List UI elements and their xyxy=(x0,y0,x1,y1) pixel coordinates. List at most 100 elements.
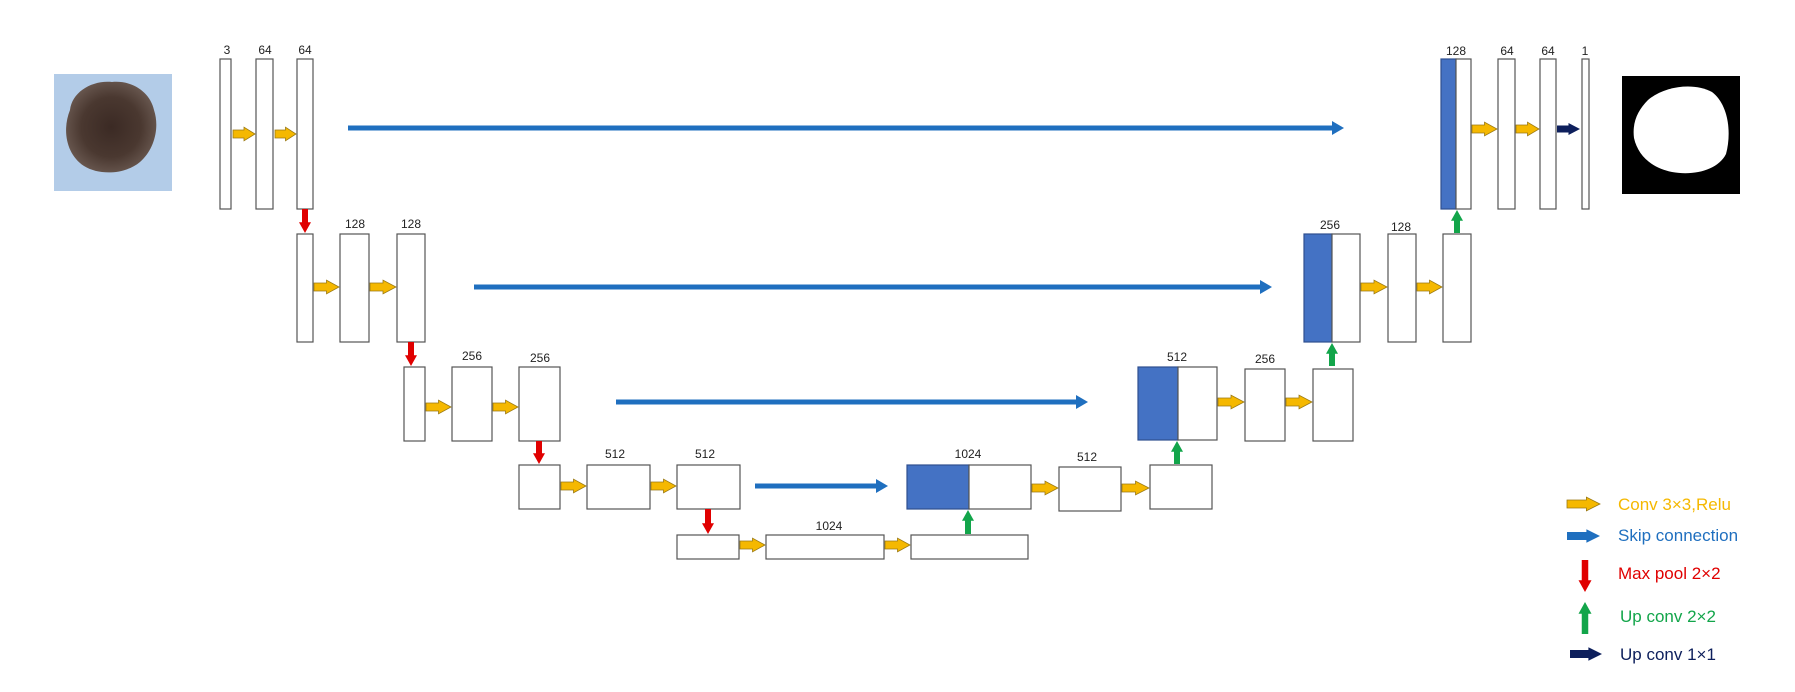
feature-map-dec1-conv2 xyxy=(1539,58,1557,210)
enc3-channels-conv1: 256 xyxy=(462,349,482,363)
skip-arrow-level4-head xyxy=(876,479,888,493)
maxpool-arrow-2 xyxy=(405,342,417,366)
feature-map-dec2-skip xyxy=(1331,233,1361,343)
conv-arrow-bott-b xyxy=(884,537,911,553)
conv-arrow-dec2-a xyxy=(1360,279,1388,295)
enc1-channels-input: 3 xyxy=(224,43,231,57)
maxpool-arrow-1 xyxy=(299,209,311,233)
input-image xyxy=(54,74,172,191)
feature-map-dec4-upsampled xyxy=(906,464,970,510)
conv-arrow-dec2-b xyxy=(1416,279,1443,295)
conv-arrow-dec3-b xyxy=(1285,394,1313,410)
dec2-channels-conv1: 128 xyxy=(1391,220,1411,234)
conv-arrow-enc3-b xyxy=(492,399,519,415)
conv-arrow-enc4-b xyxy=(650,478,677,494)
maxpool-arrow-4 xyxy=(702,509,714,534)
conv-arrow-dec4-a xyxy=(1031,480,1059,496)
feature-map-enc3-conv1 xyxy=(451,366,493,442)
skip-arrow-level2-head xyxy=(1260,280,1272,294)
conv-arrow-enc2-b xyxy=(369,279,397,295)
feature-map-dec3-upsampled xyxy=(1137,366,1179,441)
feature-map-enc1-conv1 xyxy=(255,58,274,210)
lesion-shape xyxy=(66,81,157,173)
dec1-channels-output: 1 xyxy=(1582,44,1589,58)
legend: Conv 3×3,Relu Skip connection Max pool 2… xyxy=(1566,495,1738,664)
dec4-channels-conv1: 512 xyxy=(1077,450,1097,464)
upconv-arrow-1 xyxy=(962,510,974,534)
feature-map-dec4-conv1 xyxy=(1058,466,1122,512)
enc3-channels-conv2: 256 xyxy=(530,351,550,365)
feature-map-dec4-skip xyxy=(968,464,1032,510)
enc2-channels-conv2: 128 xyxy=(401,217,421,231)
final-conv-arrow xyxy=(1557,123,1580,135)
legend-final-arrow-icon xyxy=(1570,647,1602,661)
legend-skip-label: Skip connection xyxy=(1618,526,1738,545)
dec1-concat-channels: 128 xyxy=(1446,44,1466,58)
feature-map-enc2-conv2 xyxy=(396,233,426,343)
feature-map-dec3-skip xyxy=(1177,366,1218,441)
feature-map-dec2-conv1 xyxy=(1387,233,1417,343)
skip-arrow-level3-head xyxy=(1076,395,1088,409)
mask-shape xyxy=(1633,86,1729,174)
feature-map-dec2-conv2 xyxy=(1442,233,1472,343)
bottleneck-channels: 1024 xyxy=(816,519,843,533)
conv-arrow-bott-a xyxy=(739,537,766,553)
output-mask-image xyxy=(1622,76,1740,194)
conv-arrow-dec4-b xyxy=(1121,480,1150,496)
dec1-channels-conv1: 64 xyxy=(1500,44,1514,58)
feature-map-enc2-pool xyxy=(296,233,314,343)
feature-map-bottleneck-conv1 xyxy=(765,534,885,560)
conv-arrow-enc1-b xyxy=(274,126,297,142)
arrows-layer xyxy=(232,121,1580,553)
dec1-channels-conv2: 64 xyxy=(1541,44,1555,58)
dec2-concat-channels: 256 xyxy=(1320,218,1340,232)
feature-map-bottleneck-pool xyxy=(676,534,740,560)
legend-conv-arrow-icon xyxy=(1566,496,1601,512)
feature-map-enc1-input xyxy=(219,58,232,210)
upconv-arrow-4 xyxy=(1451,210,1463,233)
conv-arrow-enc3-a xyxy=(425,399,452,415)
conv-arrow-enc2-a xyxy=(313,279,340,295)
legend-upconv-arrow-icon xyxy=(1578,602,1592,634)
legend-pool-arrow-icon xyxy=(1578,560,1592,592)
conv-arrow-dec1-b xyxy=(1515,121,1540,137)
skip-arrow-level1-head xyxy=(1332,121,1344,135)
legend-skip-arrow-icon xyxy=(1567,529,1600,543)
enc2-channels-conv1: 128 xyxy=(345,217,365,231)
feature-map-dec3-conv1 xyxy=(1244,368,1286,442)
maxpool-arrow-3 xyxy=(533,441,545,464)
enc4-channels-conv2: 512 xyxy=(695,447,715,461)
feature-map-dec1-output xyxy=(1581,58,1590,210)
feature-map-enc4-conv2 xyxy=(676,464,741,510)
feature-map-enc1-conv2 xyxy=(296,58,314,210)
feature-map-dec2-upsampled xyxy=(1303,233,1333,343)
feature-map-dec1-skip xyxy=(1455,58,1472,210)
legend-conv-label: Conv 3×3,Relu xyxy=(1618,495,1731,514)
feature-map-dec4-conv2 xyxy=(1149,464,1213,510)
feature-map-enc3-pool xyxy=(403,366,426,442)
enc4-channels-conv1: 512 xyxy=(605,447,625,461)
upconv-arrow-3 xyxy=(1326,343,1338,366)
enc1-channels-conv2: 64 xyxy=(298,43,312,57)
feature-map-bottleneck-conv2 xyxy=(910,534,1029,560)
dec3-concat-channels: 512 xyxy=(1167,350,1187,364)
conv-arrow-enc1-a xyxy=(232,126,256,142)
feature-map-dec3-conv2 xyxy=(1312,368,1354,442)
legend-final-label: Up conv 1×1 xyxy=(1620,645,1716,664)
upconv-arrow-2 xyxy=(1171,441,1183,464)
legend-pool-label: Max pool 2×2 xyxy=(1618,564,1721,583)
feature-map-enc4-pool xyxy=(518,464,561,510)
feature-map-enc3-conv2 xyxy=(518,366,561,442)
enc1-channels-conv1: 64 xyxy=(258,43,272,57)
conv-arrow-dec3-a xyxy=(1217,394,1245,410)
dec3-channels-conv1: 256 xyxy=(1255,352,1275,366)
legend-upconv-label: Up conv 2×2 xyxy=(1620,607,1716,626)
feature-map-enc4-conv1 xyxy=(586,464,651,510)
feature-map-enc2-conv1 xyxy=(339,233,370,343)
dec4-concat-channels: 1024 xyxy=(955,447,982,461)
conv-arrow-dec1-a xyxy=(1471,121,1498,137)
conv-arrow-enc4-a xyxy=(560,478,587,494)
feature-map-dec1-conv1 xyxy=(1497,58,1516,210)
feature-map-dec1-upsampled xyxy=(1440,58,1457,210)
